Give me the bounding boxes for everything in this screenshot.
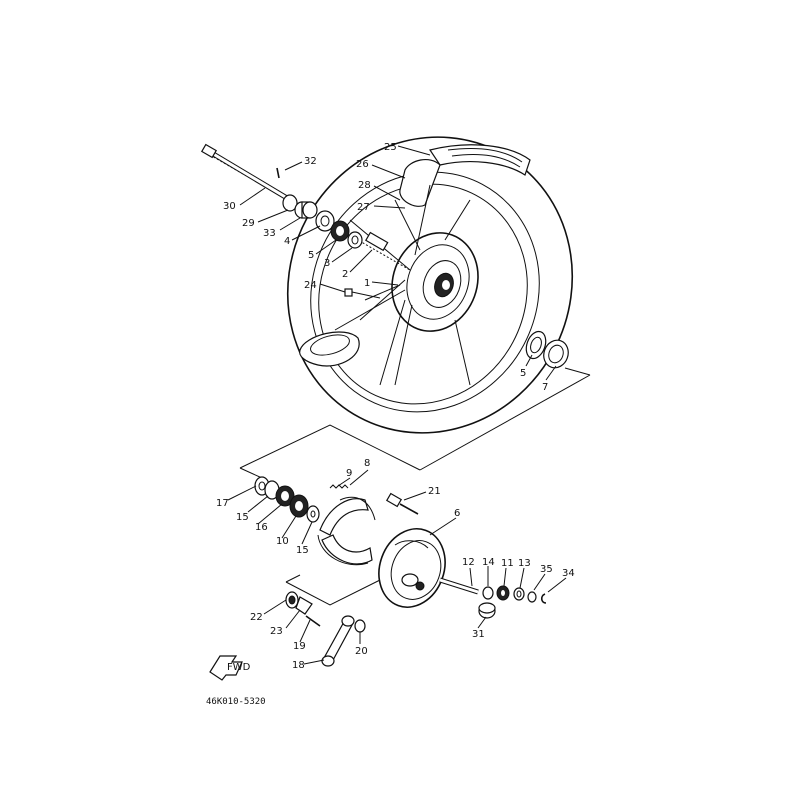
callout-23: 23 xyxy=(270,626,283,637)
callout-18: 18 xyxy=(292,660,305,671)
tube-section xyxy=(399,158,441,207)
callout-12: 12 xyxy=(462,557,475,568)
callout-6: 6 xyxy=(454,508,460,519)
ring-35 xyxy=(527,591,537,603)
camshaft-12 xyxy=(439,577,479,595)
assembly-boundary xyxy=(239,367,591,606)
oil-seal-right xyxy=(543,339,569,369)
callout-14: 14 xyxy=(482,557,495,568)
callout-20: 20 xyxy=(355,646,368,657)
brake-shoes xyxy=(317,496,376,566)
leader-lines xyxy=(227,145,567,665)
diagram-code: 46K010-5320 xyxy=(206,697,266,707)
washer-14 xyxy=(482,586,494,600)
clip-34 xyxy=(540,593,547,604)
nut-31 xyxy=(478,602,496,619)
bearing-right xyxy=(525,330,547,360)
callout-16: 16 xyxy=(255,522,268,533)
spacer-33 xyxy=(294,201,318,219)
callout-11: 11 xyxy=(501,558,514,569)
svg-text:FWD: FWD xyxy=(227,662,251,673)
callout-5a: 5 xyxy=(308,250,314,261)
callout-32: 32 xyxy=(304,156,317,167)
callout-30: 30 xyxy=(223,201,236,212)
axle xyxy=(200,143,289,201)
cotter-pin xyxy=(276,167,280,179)
callout-28: 28 xyxy=(358,180,371,191)
rim-inner xyxy=(318,183,528,405)
callout-27: 27 xyxy=(357,202,370,213)
callout-7: 7 xyxy=(542,382,548,393)
spokes xyxy=(334,184,471,386)
callout-24: 24 xyxy=(304,280,317,291)
rim-outer xyxy=(310,171,540,413)
tire-cutaway xyxy=(429,144,531,176)
bearing-3 xyxy=(347,231,363,249)
wheel-assembly xyxy=(286,136,574,434)
callout-22: 22 xyxy=(250,612,263,623)
callout-2: 2 xyxy=(342,269,348,280)
callout-19: 19 xyxy=(293,641,306,652)
callouts: 25 26 28 27 32 30 29 33 4 5 3 2 1 24 5 7… xyxy=(216,142,575,671)
callout-3: 3 xyxy=(324,258,330,269)
spring-22 xyxy=(285,591,299,609)
collar-29 xyxy=(282,194,298,212)
callout-15b: 15 xyxy=(296,545,309,556)
callout-31: 31 xyxy=(472,629,485,640)
cam-lever xyxy=(321,615,355,667)
callout-21: 21 xyxy=(428,486,441,497)
callout-4: 4 xyxy=(284,236,290,247)
bolt-19 xyxy=(305,615,321,627)
callout-33: 33 xyxy=(263,228,276,239)
callout-15a: 15 xyxy=(236,512,249,523)
callout-17: 17 xyxy=(216,498,229,509)
nut-20 xyxy=(354,619,366,633)
callout-9: 9 xyxy=(346,468,352,479)
callout-13: 13 xyxy=(518,558,531,569)
callout-1: 1 xyxy=(364,278,370,289)
brake-plate xyxy=(378,528,446,608)
callout-29: 29 xyxy=(242,218,255,229)
callout-10: 10 xyxy=(276,536,289,547)
washer-13 xyxy=(513,587,525,601)
spoke-nipple xyxy=(344,288,381,299)
callout-26: 26 xyxy=(356,159,369,170)
bolt-21 xyxy=(385,492,419,515)
wheel-hub xyxy=(391,232,479,332)
tire-cutaway-lower xyxy=(299,331,360,367)
indicator-23 xyxy=(295,596,313,615)
callout-25: 25 xyxy=(384,142,397,153)
spacer-2 xyxy=(365,231,389,252)
callout-5b: 5 xyxy=(520,368,526,379)
oil-seal-4 xyxy=(315,210,335,232)
callout-8: 8 xyxy=(364,458,370,469)
fwd-arrow: FWD xyxy=(209,655,251,681)
washer-15b xyxy=(306,505,320,523)
callout-34: 34 xyxy=(562,568,575,579)
tire xyxy=(286,136,574,434)
callout-35: 35 xyxy=(540,564,553,575)
